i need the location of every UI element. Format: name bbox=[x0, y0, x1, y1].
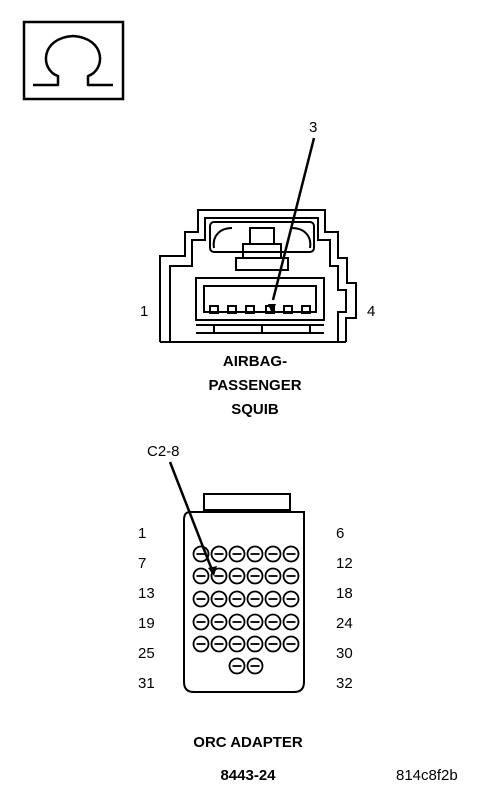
c2-8-leader-line bbox=[168, 461, 214, 571]
squib-terminal-6 bbox=[301, 305, 311, 314]
squib-name-line-2: PASSENGER bbox=[208, 377, 302, 394]
pin-3-callout-label: 3 bbox=[309, 119, 318, 136]
orc-adapter-part-number: 8443-24 bbox=[220, 767, 276, 784]
squib-terminal-1 bbox=[209, 305, 219, 314]
orc-row-label-left-1: 1 bbox=[138, 525, 147, 542]
c2-8-arrowhead bbox=[208, 566, 217, 576]
squib-pin-1-label: 1 bbox=[140, 303, 149, 320]
orc-row-label-left-6: 31 bbox=[138, 675, 155, 692]
orc-adapter-connector bbox=[183, 493, 305, 693]
squib-latch-tab bbox=[249, 227, 275, 245]
orc-adapter-name: ORC ADAPTER bbox=[193, 734, 303, 751]
squib-terminal-2 bbox=[227, 305, 237, 314]
squib-terminals bbox=[209, 305, 311, 314]
orc-row-label-right-2: 12 bbox=[336, 555, 353, 572]
orc-adapter-pin-grid bbox=[192, 545, 300, 675]
orc-adapter-body bbox=[183, 511, 305, 693]
orc-row-label-right-3: 18 bbox=[336, 585, 353, 602]
squib-latch-foot bbox=[235, 257, 289, 271]
squib-latch-curve-left bbox=[212, 227, 233, 249]
orc-row-label-right-1: 6 bbox=[336, 525, 345, 542]
orc-row-label-left-5: 25 bbox=[138, 645, 155, 662]
squib-connector-outline bbox=[159, 209, 357, 342]
orc-row-label-right-4: 24 bbox=[336, 615, 353, 632]
figure-id: 814c8f2b bbox=[396, 767, 458, 784]
pin-3-leader-line bbox=[271, 137, 316, 301]
c2-8-callout-label: C2-8 bbox=[147, 443, 180, 460]
squib-pin-4-label: 4 bbox=[367, 303, 376, 320]
orc-row-label-left-2: 7 bbox=[138, 555, 147, 572]
squib-terminal-3 bbox=[245, 305, 255, 314]
squib-connector-inner bbox=[169, 217, 347, 342]
orc-adapter-top-tab bbox=[203, 493, 291, 511]
omega-icon bbox=[33, 34, 113, 87]
squib-terminal-inner bbox=[203, 285, 317, 313]
orc-row-label-right-6: 32 bbox=[336, 675, 353, 692]
orc-row-label-left-4: 19 bbox=[138, 615, 155, 632]
squib-connector bbox=[159, 209, 357, 343]
orc-row-label-left-3: 13 bbox=[138, 585, 155, 602]
squib-latch-housing bbox=[209, 221, 315, 253]
pin-3-arrowhead bbox=[268, 304, 276, 314]
ohmmeter-box bbox=[22, 20, 125, 101]
ohmmeter-symbol bbox=[22, 20, 125, 101]
squib-name-line-3: SQUIB bbox=[231, 401, 279, 418]
squib-name-line-1: AIRBAG- bbox=[222, 353, 288, 370]
squib-terminal-5 bbox=[283, 305, 293, 314]
squib-latch-curve-right bbox=[291, 227, 312, 249]
squib-terminal-cavity bbox=[195, 277, 325, 321]
orc-row-label-right-5: 30 bbox=[336, 645, 353, 662]
